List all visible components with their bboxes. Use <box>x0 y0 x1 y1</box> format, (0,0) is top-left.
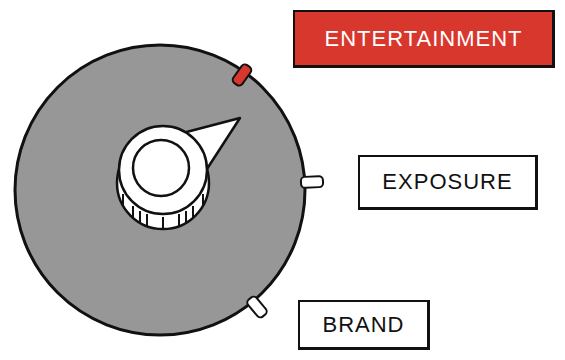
knob-hole <box>133 140 189 196</box>
selected-setting-box: ENTERTAINMENT <box>293 10 555 68</box>
setting-box: EXPOSURE <box>358 155 538 210</box>
dial-face <box>15 45 305 335</box>
setting-label: EXPOSURE <box>382 169 512 195</box>
setting-label: BRAND <box>322 312 404 338</box>
tick-mark <box>301 176 324 188</box>
setting-label: ENTERTAINMENT <box>325 26 523 52</box>
knob-top <box>119 126 207 214</box>
tick-mark <box>246 295 269 319</box>
setting-box: BRAND <box>298 300 430 350</box>
tick-mark <box>231 63 253 87</box>
